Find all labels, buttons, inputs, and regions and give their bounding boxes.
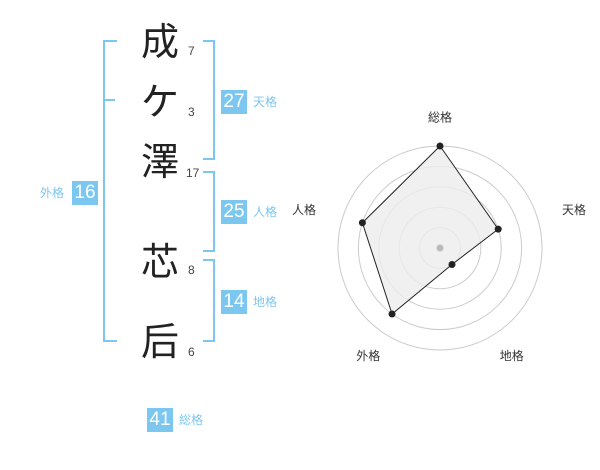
stroke-count-3: 17 [186,166,200,180]
name-char-3: 澤 [140,140,179,184]
radar-axis-label-1: 総格 [428,110,452,125]
radar-axis-label-5: 人格 [292,202,316,217]
radar-point-2 [494,225,502,233]
chikaku-bracket [203,259,215,342]
radar-point-3 [448,261,456,269]
radar-point-5 [358,219,366,227]
chikaku-score: 14 [221,290,247,314]
soukaku-score: 41 [147,408,173,432]
jinkaku-score: 25 [221,200,247,224]
radar-polygon [361,145,499,315]
name-char-5: 后 [140,320,179,364]
stroke-count-5: 6 [188,345,195,359]
soukaku-label: 総格 [179,413,204,427]
jinkaku-label: 人格 [253,205,278,219]
tenkaku-label: 天格 [253,95,278,109]
name-char-1: 成 [140,20,179,64]
gaikaku-bracket-tick [105,99,115,101]
stroke-count-1: 7 [188,44,195,58]
name-char-2: ケ [140,80,179,124]
tenkaku-score: 27 [221,90,247,114]
radar-axis-label-4: 外格 [356,348,380,363]
radar-point-4 [388,310,396,318]
radar-point-1 [436,142,444,150]
tenkaku-bracket [203,40,215,160]
name-char-4: 芯 [140,240,179,284]
gaikaku-label: 外格 [40,186,65,200]
stroke-count-2: 3 [188,105,195,119]
radar-center-dot [436,244,444,252]
radar-axis-label-2: 天格 [562,202,586,217]
stroke-count-4: 8 [188,263,195,277]
jinkaku-bracket [203,171,215,252]
gaikaku-bracket [103,40,117,342]
radar-axis-label-3: 地格 [500,348,524,363]
chikaku-label: 地格 [253,295,278,309]
gaikaku-score: 16 [72,181,98,205]
